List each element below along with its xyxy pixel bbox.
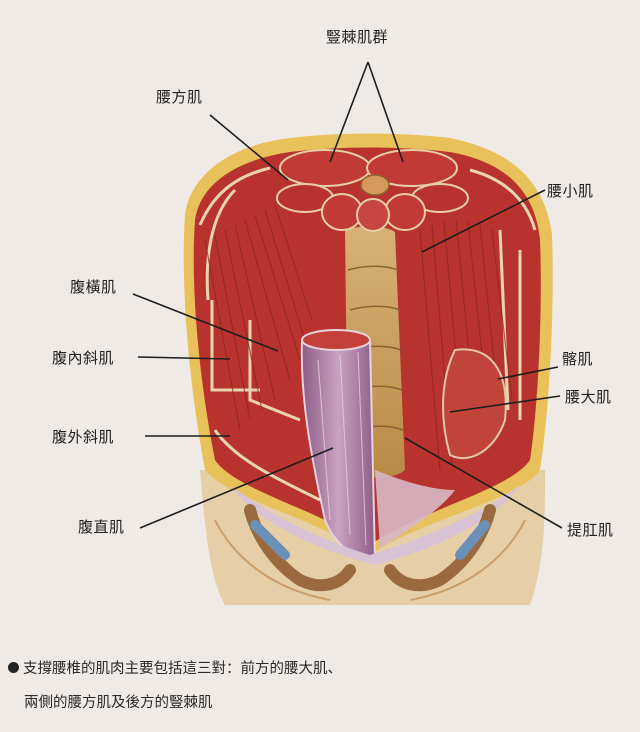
anatomy-illustration — [132, 61, 563, 605]
levator-ani — [375, 470, 455, 548]
label-rectus-abdominis: 腹直肌 — [78, 518, 125, 536]
pelvic-bones — [244, 504, 496, 592]
label-erector-spinae: 豎棘肌群 — [326, 28, 389, 46]
left-muscle-fibers — [204, 204, 313, 431]
figure-caption: 支撐腰椎的肌肉主要包括這三對：前方的腰大肌、 兩側的腰方肌及後方的豎棘肌 — [8, 652, 632, 720]
right-lateral-muscles — [469, 168, 537, 420]
label-psoas-minor: 腰小肌 — [547, 182, 594, 200]
pelvic-floor-fascia — [230, 485, 520, 565]
label-internal-oblique: 腹內斜肌 — [52, 349, 115, 367]
psoas-major — [442, 348, 507, 460]
caption-line-2: 兩側的腰方肌及後方的豎棘肌 — [24, 695, 213, 711]
rectus-cut-end — [301, 329, 371, 351]
quadratus-lumborum-section — [276, 183, 469, 232]
label-levator-ani: 提肛肌 — [567, 521, 614, 539]
label-external-oblique: 腹外斜肌 — [52, 428, 115, 446]
label-psoas-major: 腰大肌 — [565, 388, 612, 406]
label-iliacus: 髂肌 — [562, 350, 594, 368]
caption-line-1: 支撐腰椎的肌肉主要包括這三對：前方的腰大肌、 — [23, 661, 342, 677]
label-quadratus-lumborum: 腰方肌 — [156, 88, 203, 106]
erector-spinae-section — [279, 149, 458, 196]
label-transversus-abdominis: 腹橫肌 — [70, 278, 117, 296]
leader-lines — [132, 61, 563, 529]
bullet-icon — [8, 661, 19, 673]
